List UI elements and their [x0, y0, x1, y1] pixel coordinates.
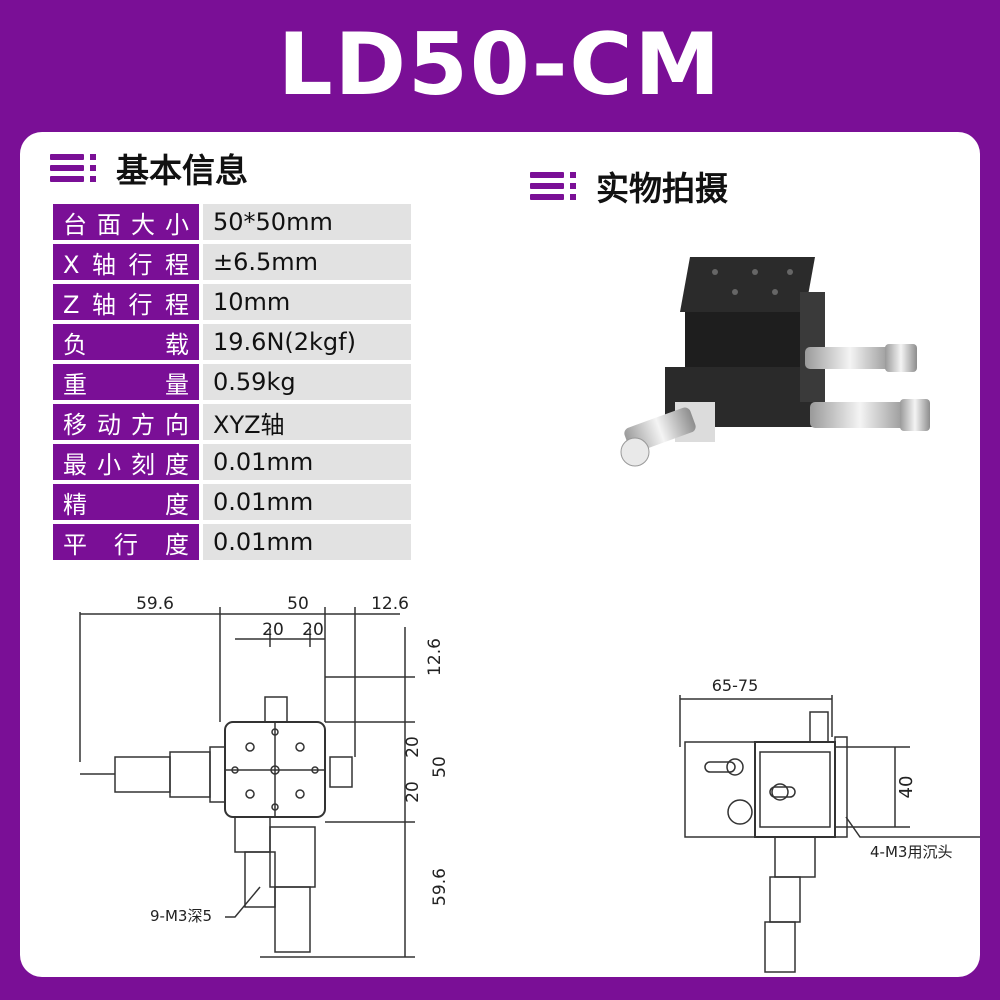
section-title-photo: 实物拍摄 — [596, 169, 728, 208]
dim-label: 12.6 — [371, 594, 409, 614]
top-view-drawing: 59.6 50 12.6 20 20 12.6 20 20 50 59.6 9-… — [79, 594, 450, 958]
spec-row: X轴行程±6.5mm — [53, 244, 411, 280]
spec-label: 移动方向 — [53, 404, 199, 440]
spec-value: 0.01mm — [199, 484, 411, 520]
hole-note: 9-M3深5 — [150, 907, 212, 925]
dim-label: 40 — [896, 776, 917, 799]
dim-label: 50 — [430, 756, 450, 778]
side-view-drawing: 65-75 40 4-M3用沉头 — [679, 677, 980, 973]
spec-label: 台面大小 — [53, 204, 199, 240]
page-title: LD50-CM — [277, 15, 723, 115]
spec-label: 平行度 — [53, 524, 199, 560]
spec-value: ±6.5mm — [199, 244, 411, 280]
spec-label: 精度 — [53, 484, 199, 520]
list-icon — [530, 168, 578, 204]
hole-note: 4-M3用沉头 — [870, 843, 952, 861]
spec-label: 重量 — [53, 364, 199, 400]
dim-label: 59.6 — [136, 594, 174, 614]
spec-label: 负载 — [53, 324, 199, 360]
spec-value: 0.59kg — [199, 364, 411, 400]
spec-value: 50*50mm — [199, 204, 411, 240]
spec-value: 0.01mm — [199, 444, 411, 480]
dim-label: 20 — [403, 736, 423, 758]
spec-label: X轴行程 — [53, 244, 199, 280]
dim-label: 12.6 — [425, 638, 445, 676]
dim-label: 20 — [302, 620, 324, 640]
spec-label: Z轴行程 — [53, 284, 199, 320]
section-title-basic-info: 基本信息 — [116, 151, 248, 190]
spec-value: 19.6N(2kgf) — [199, 324, 411, 360]
dim-label: 20 — [403, 781, 423, 803]
list-icon — [50, 150, 98, 186]
dim-label: 20 — [262, 620, 284, 640]
section-basic-info: 基本信息 — [50, 144, 248, 192]
spec-label: 最小刻度 — [53, 444, 199, 480]
spec-value: 10mm — [199, 284, 411, 320]
dim-label: 65-75 — [712, 677, 759, 695]
section-photo: 实物拍摄 — [530, 162, 728, 210]
dim-label: 50 — [287, 594, 309, 614]
dim-label: 59.6 — [430, 868, 450, 906]
spec-value: 0.01mm — [199, 524, 411, 560]
spec-value: XYZ轴 — [199, 404, 411, 440]
product-photo — [620, 257, 930, 467]
